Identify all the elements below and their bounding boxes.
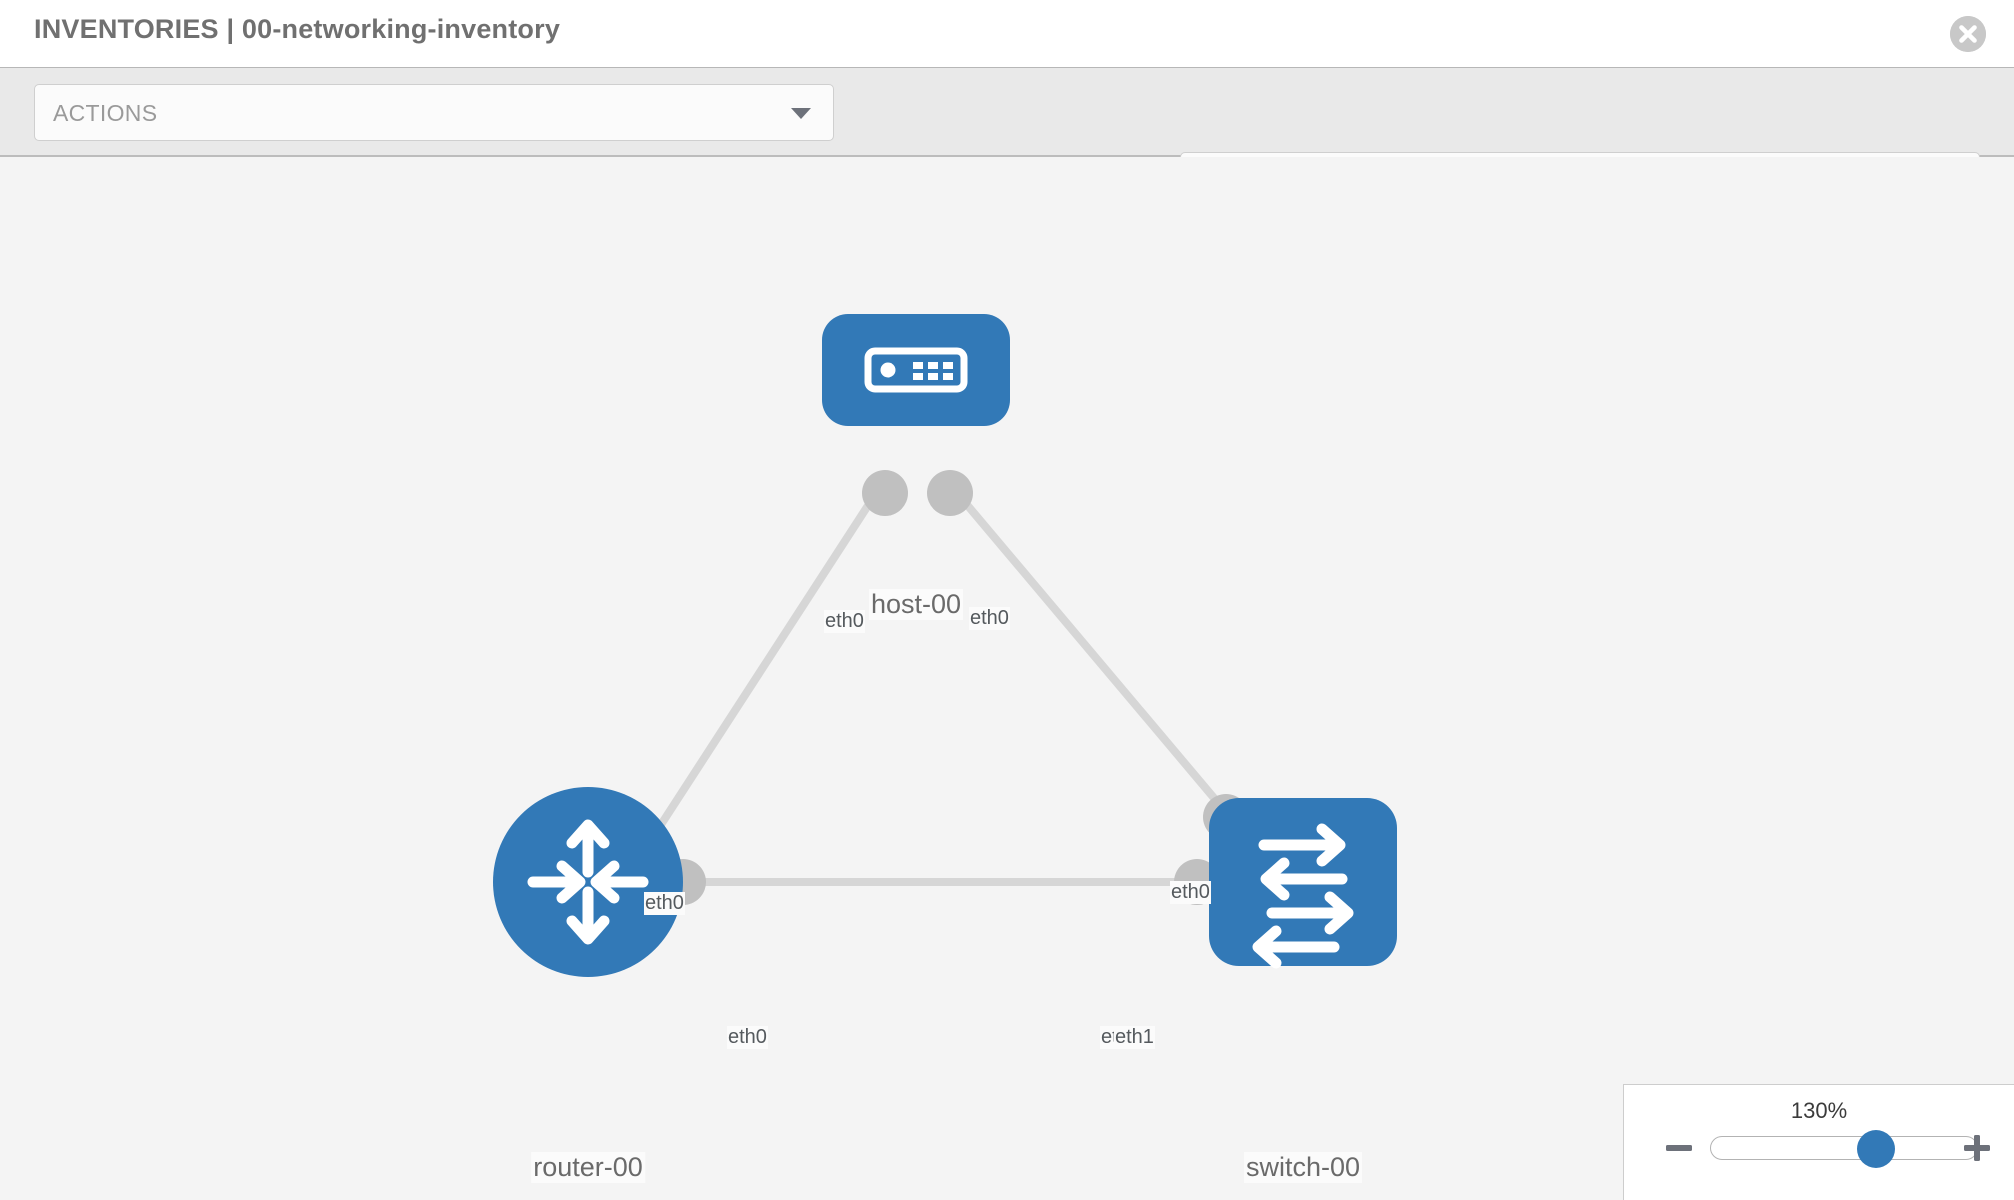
- chevron-down-icon: [791, 107, 811, 119]
- connector-host-left[interactable]: [862, 470, 908, 516]
- actions-dropdown[interactable]: ACTIONS: [34, 84, 834, 141]
- page-title: INVENTORIES | 00-networking-inventory: [34, 14, 561, 44]
- actions-dropdown-label: ACTIONS: [53, 100, 158, 126]
- edge-label-switch-to-router: eth1: [1114, 1026, 1155, 1049]
- node-router-00[interactable]: [493, 787, 683, 977]
- zoom-level-label: 130%: [1790, 1098, 1848, 1123]
- router-arrows-icon: [527, 819, 649, 945]
- edge-label-switch-to-host: eth0: [1170, 881, 1211, 904]
- server-icon: [864, 347, 968, 393]
- node-label-switch: switch-00: [1243, 1152, 1363, 1183]
- node-label-router: router-00: [531, 1152, 645, 1183]
- edge-label-host-left: eth0: [824, 610, 865, 633]
- link-host-router[interactable]: [636, 484, 884, 860]
- toolbar: ACTIONS SEARCH: [0, 68, 2014, 209]
- page-header: INVENTORIES | 00-networking-inventory: [0, 0, 2014, 68]
- node-host-00[interactable]: [822, 314, 1010, 426]
- connector-host-right[interactable]: [927, 470, 973, 516]
- zoom-slider[interactable]: [1710, 1130, 1978, 1168]
- edge-label-router-to-switch: eth0: [727, 1026, 768, 1049]
- close-button[interactable]: [1950, 16, 1986, 52]
- zoom-out-button[interactable]: [1664, 1133, 1694, 1163]
- node-switch-00[interactable]: [1209, 798, 1397, 969]
- link-host-switch[interactable]: [948, 484, 1234, 820]
- plus-icon: [1964, 1135, 1990, 1161]
- zoom-control-panel: 130%: [1623, 1084, 2014, 1200]
- topology-graph: [493, 314, 1397, 977]
- edge-label-host-right: eth0: [969, 607, 1010, 630]
- zoom-slider-thumb[interactable]: [1856, 1130, 1895, 1168]
- minus-icon: [1666, 1145, 1692, 1151]
- close-icon: [1950, 16, 1986, 52]
- switch-arrows-icon: [1252, 823, 1354, 969]
- zoom-in-button[interactable]: [1962, 1133, 1992, 1163]
- node-label-host: host-00: [868, 589, 964, 620]
- edge-label-router-to-host: eth0: [644, 892, 685, 915]
- topology-canvas[interactable]: host-00 router-00 switch-00 eth0 eth0 et…: [0, 157, 2014, 1200]
